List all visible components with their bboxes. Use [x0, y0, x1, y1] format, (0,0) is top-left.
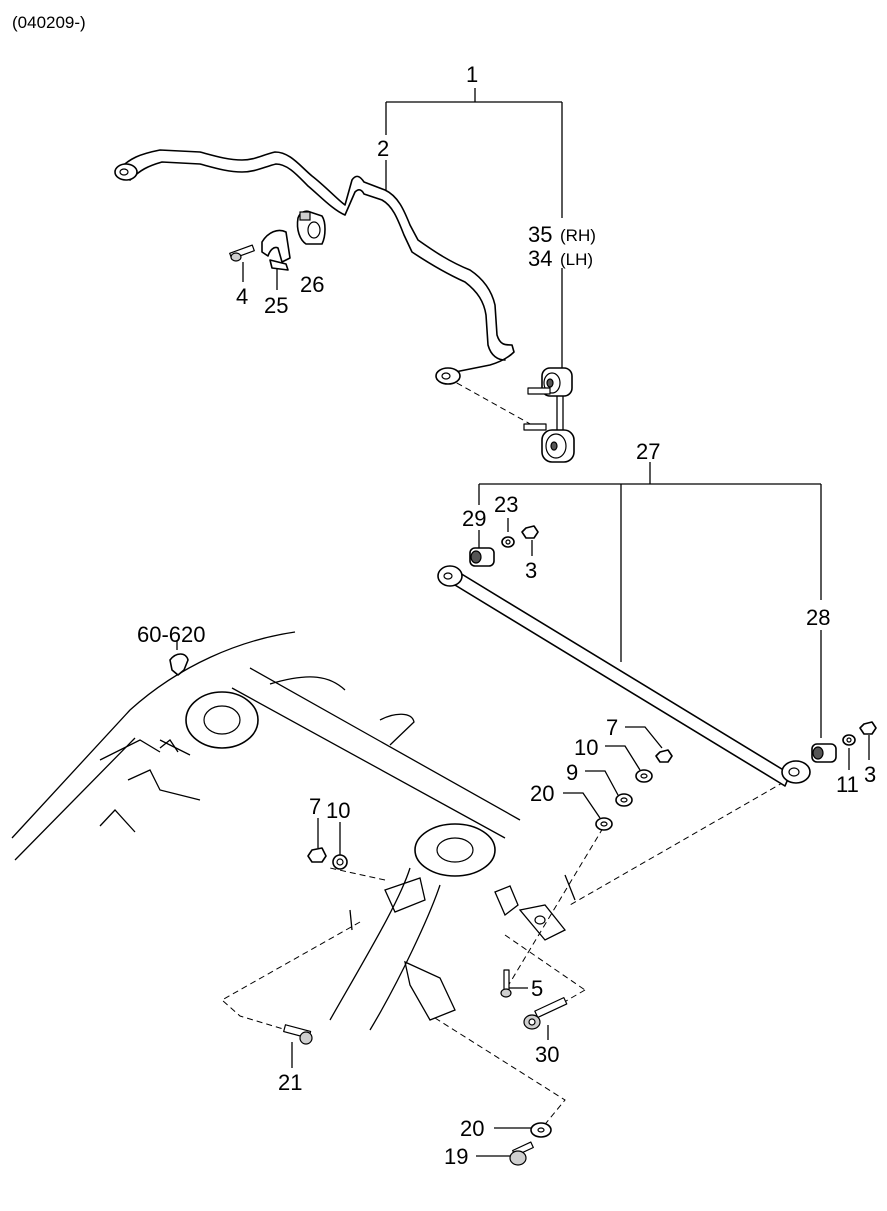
- bushing-29: [469, 547, 495, 567]
- hardware-stack: [595, 749, 673, 831]
- bolt-30: [523, 997, 568, 1030]
- label-7-right: 7: [606, 715, 618, 740]
- vehicle-floor: [11, 631, 576, 1031]
- hardware-left: [307, 847, 348, 870]
- bolt-5: [500, 969, 512, 998]
- label-5: 5: [531, 976, 543, 1001]
- label-10-right: 10: [574, 735, 598, 760]
- plug-60-620: [169, 653, 189, 676]
- bushing-end: [811, 743, 837, 763]
- leader-lines: [176, 88, 870, 1157]
- label-29: 29: [462, 506, 486, 531]
- label-60-620: 60-620: [137, 622, 206, 647]
- header-code: (040209-): [12, 13, 86, 32]
- label-25: 25: [264, 293, 288, 318]
- label-20-lower: 20: [460, 1116, 484, 1141]
- label-30: 30: [535, 1042, 559, 1067]
- label-26: 26: [300, 272, 324, 297]
- label-7-left: 7: [309, 794, 321, 819]
- bolt-19: [509, 1141, 534, 1166]
- washer-20-bottom: [530, 1122, 552, 1138]
- bracket-25: [261, 229, 291, 271]
- label-27: 27: [636, 439, 660, 464]
- washer-23: [501, 536, 515, 548]
- label-21: 21: [278, 1070, 302, 1095]
- label-10-left: 10: [326, 798, 350, 823]
- washer-11: [842, 734, 856, 746]
- assembly-dashed-lines: [221, 377, 785, 1129]
- label-3-right: 3: [864, 762, 876, 787]
- label-20-upper: 20: [530, 781, 554, 806]
- bushing-26: [296, 210, 326, 245]
- part-labels: 1 2 35 (RH) 34 (LH) 4 25 26 27 29 23 3 2…: [137, 62, 876, 1169]
- stabilizer-link: [523, 367, 575, 463]
- bolt-4: [229, 244, 255, 262]
- label-2: 2: [377, 136, 389, 161]
- label-9: 9: [566, 760, 578, 785]
- bolt-21: [283, 1024, 313, 1045]
- nut-3-right: [859, 721, 877, 735]
- label-34: 34: [528, 246, 552, 271]
- label-35: 35: [528, 222, 552, 247]
- label-3-upper: 3: [525, 558, 537, 583]
- nut-3-upper: [521, 525, 539, 539]
- label-19: 19: [444, 1144, 468, 1169]
- label-34-side: (LH): [560, 250, 593, 269]
- label-4: 4: [236, 284, 248, 309]
- label-35-side: (RH): [560, 226, 596, 245]
- label-28: 28: [806, 605, 830, 630]
- label-1: 1: [466, 62, 478, 87]
- label-11: 11: [836, 772, 859, 797]
- lateral-rod: [437, 565, 811, 787]
- stabilizer-bar: [114, 149, 515, 385]
- label-23: 23: [494, 492, 518, 517]
